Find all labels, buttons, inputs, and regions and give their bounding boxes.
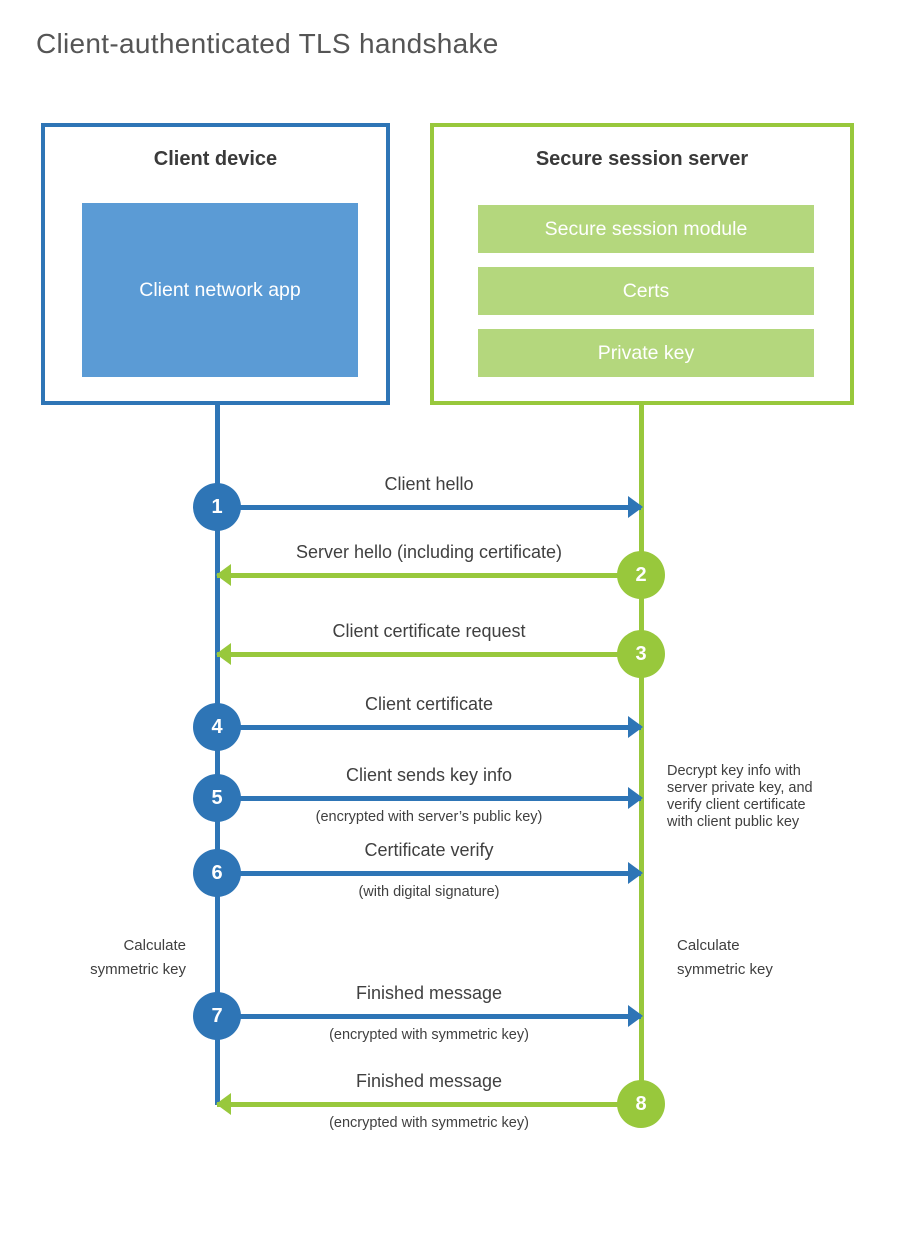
step-4: Client certificate 4 bbox=[0, 687, 900, 777]
step-7-sublabel: (encrypted with symmetric key) bbox=[329, 1027, 529, 1043]
step-6-number: 6 bbox=[211, 861, 223, 884]
arrow-left-icon bbox=[216, 1093, 231, 1115]
step-8-arrow-line bbox=[217, 1102, 641, 1107]
client-device-box: Client device Client network app bbox=[41, 123, 390, 405]
step-7-label: Finished message bbox=[355, 983, 503, 1003]
server-module-private-key: Private key bbox=[478, 329, 814, 377]
arrow-right-icon bbox=[628, 787, 643, 809]
step-1-arrow-line bbox=[217, 505, 641, 510]
step-7-number-badge: 7 bbox=[193, 992, 241, 1040]
step-4-number: 4 bbox=[211, 715, 223, 738]
server-lifeline bbox=[639, 405, 644, 1105]
step-1: Client hello 1 bbox=[0, 467, 900, 557]
step-5: Client sends key info 5 (encrypted with … bbox=[0, 758, 900, 848]
client-network-app-box: Client network app bbox=[82, 203, 358, 377]
step-8: Finished message 8 (encrypted with symme… bbox=[0, 1064, 900, 1154]
step-3-number: 3 bbox=[635, 642, 647, 665]
server-title: Secure session server bbox=[535, 148, 749, 170]
step-5-arrow-line bbox=[217, 796, 641, 801]
step-6-arrow-line bbox=[217, 871, 641, 876]
server-module-certs-label: Certs bbox=[622, 279, 670, 302]
decrypt-key-note: Decrypt key info with server private key… bbox=[667, 763, 813, 830]
arrow-left-icon bbox=[216, 564, 231, 586]
step-5-label: Client sends key info bbox=[345, 765, 513, 785]
client-device-title: Client device bbox=[153, 148, 278, 170]
step-7: Finished message 7 (encrypted with symme… bbox=[0, 976, 900, 1066]
step-5-sublabel: (encrypted with server’s public key) bbox=[315, 809, 543, 825]
step-3-arrow-line bbox=[217, 652, 641, 657]
step-2-label: Server hello (including certificate) bbox=[295, 542, 563, 562]
server-module-certs: Certs bbox=[478, 267, 814, 315]
step-1-label: Client hello bbox=[384, 474, 474, 494]
client-network-app-label: Client network app bbox=[139, 278, 301, 301]
step-2: Server hello (including certificate) 2 bbox=[0, 535, 900, 625]
step-2-number-badge: 2 bbox=[617, 551, 665, 599]
arrow-right-icon bbox=[628, 496, 643, 518]
step-6-sublabel: (with digital signature) bbox=[358, 884, 500, 900]
arrow-left-icon bbox=[216, 643, 231, 665]
calculate-symmetric-key-note-client: Calculate symmetric key bbox=[90, 937, 186, 978]
step-4-arrow-line bbox=[217, 725, 641, 730]
step-4-number-badge: 4 bbox=[193, 703, 241, 751]
arrow-right-icon bbox=[628, 862, 643, 884]
step-8-label: Finished message bbox=[355, 1071, 503, 1091]
step-8-number-badge: 8 bbox=[617, 1080, 665, 1128]
arrow-right-icon bbox=[628, 716, 643, 738]
step-5-number-badge: 5 bbox=[193, 774, 241, 822]
step-4-label: Client certificate bbox=[364, 694, 494, 714]
arrow-right-icon bbox=[628, 1005, 643, 1027]
calculate-symmetric-key-note-server: Calculate symmetric key bbox=[677, 937, 773, 978]
step-7-arrow-line bbox=[217, 1014, 641, 1019]
step-3-number-badge: 3 bbox=[617, 630, 665, 678]
client-lifeline bbox=[215, 405, 220, 1105]
step-6: Certificate verify 6 (with digital signa… bbox=[0, 833, 900, 923]
server-module-private-key-label: Private key bbox=[597, 341, 695, 364]
step-3: Client certificate request 3 bbox=[0, 614, 900, 704]
step-8-number: 8 bbox=[635, 1092, 647, 1115]
server-module-secure-session: Secure session module bbox=[478, 205, 814, 253]
step-1-number-badge: 1 bbox=[193, 483, 241, 531]
step-1-number: 1 bbox=[211, 495, 223, 518]
server-box: Secure session server Secure session mod… bbox=[430, 123, 854, 405]
step-2-arrow-line bbox=[217, 573, 641, 578]
step-7-number: 7 bbox=[211, 1004, 223, 1027]
page-title: Client-authenticated TLS handshake bbox=[36, 28, 499, 59]
step-6-number-badge: 6 bbox=[193, 849, 241, 897]
server-module-secure-session-label: Secure session module bbox=[544, 217, 748, 240]
step-2-number: 2 bbox=[635, 563, 647, 586]
step-8-sublabel: (encrypted with symmetric key) bbox=[329, 1115, 529, 1131]
step-5-number: 5 bbox=[211, 786, 223, 809]
step-6-label: Certificate verify bbox=[364, 840, 494, 860]
step-3-label: Client certificate request bbox=[332, 621, 526, 641]
